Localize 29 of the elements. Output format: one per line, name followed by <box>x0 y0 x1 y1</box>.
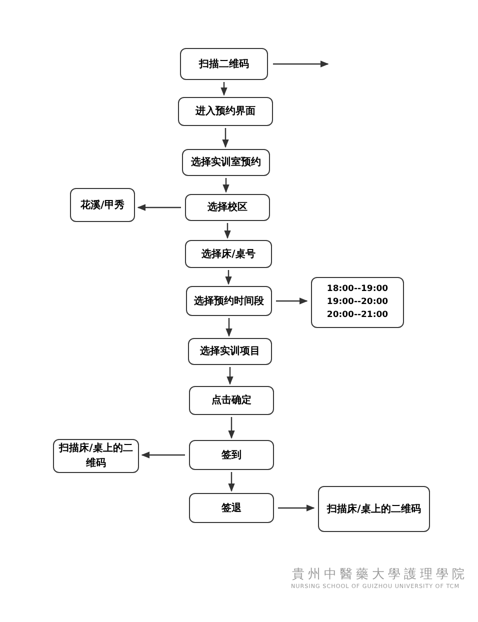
process-box: 扫描床/桌上的二维码 <box>318 486 430 532</box>
arrow <box>226 318 232 337</box>
process-box: 扫描二维码 <box>180 48 268 80</box>
process-box: 签退 <box>189 493 274 523</box>
arrow <box>226 367 234 385</box>
process-box: 签到 <box>189 440 274 470</box>
arrow <box>273 60 329 68</box>
arrow <box>228 472 235 492</box>
process-box: 点击确定 <box>189 386 274 415</box>
process-box: 18:00--19:00 19:00--20:00 20:00--21:00 <box>311 277 404 328</box>
arrow <box>220 82 228 96</box>
process-box: 花溪/甲秀 <box>70 188 135 222</box>
process-box: 选择预约时间段 <box>186 286 272 316</box>
process-box: 选择实训项目 <box>188 338 272 365</box>
arrow <box>228 417 235 439</box>
process-box: 选择床/桌号 <box>185 240 272 268</box>
arrow <box>276 298 308 304</box>
school-name: 貴州中醫藥大學護理學院 <box>292 566 468 583</box>
arrow <box>224 223 231 239</box>
process-box: 扫描床/桌上的二维码 <box>53 439 139 473</box>
process-box: 选择实训室预约 <box>182 149 270 176</box>
arrow <box>278 504 315 512</box>
process-box: 选择校区 <box>185 194 270 221</box>
arrow <box>225 270 232 285</box>
arrow <box>222 128 229 148</box>
arrow <box>222 178 230 193</box>
arrow <box>137 204 181 211</box>
process-box: 进入预约界面 <box>178 97 273 126</box>
arrow <box>141 452 185 458</box>
